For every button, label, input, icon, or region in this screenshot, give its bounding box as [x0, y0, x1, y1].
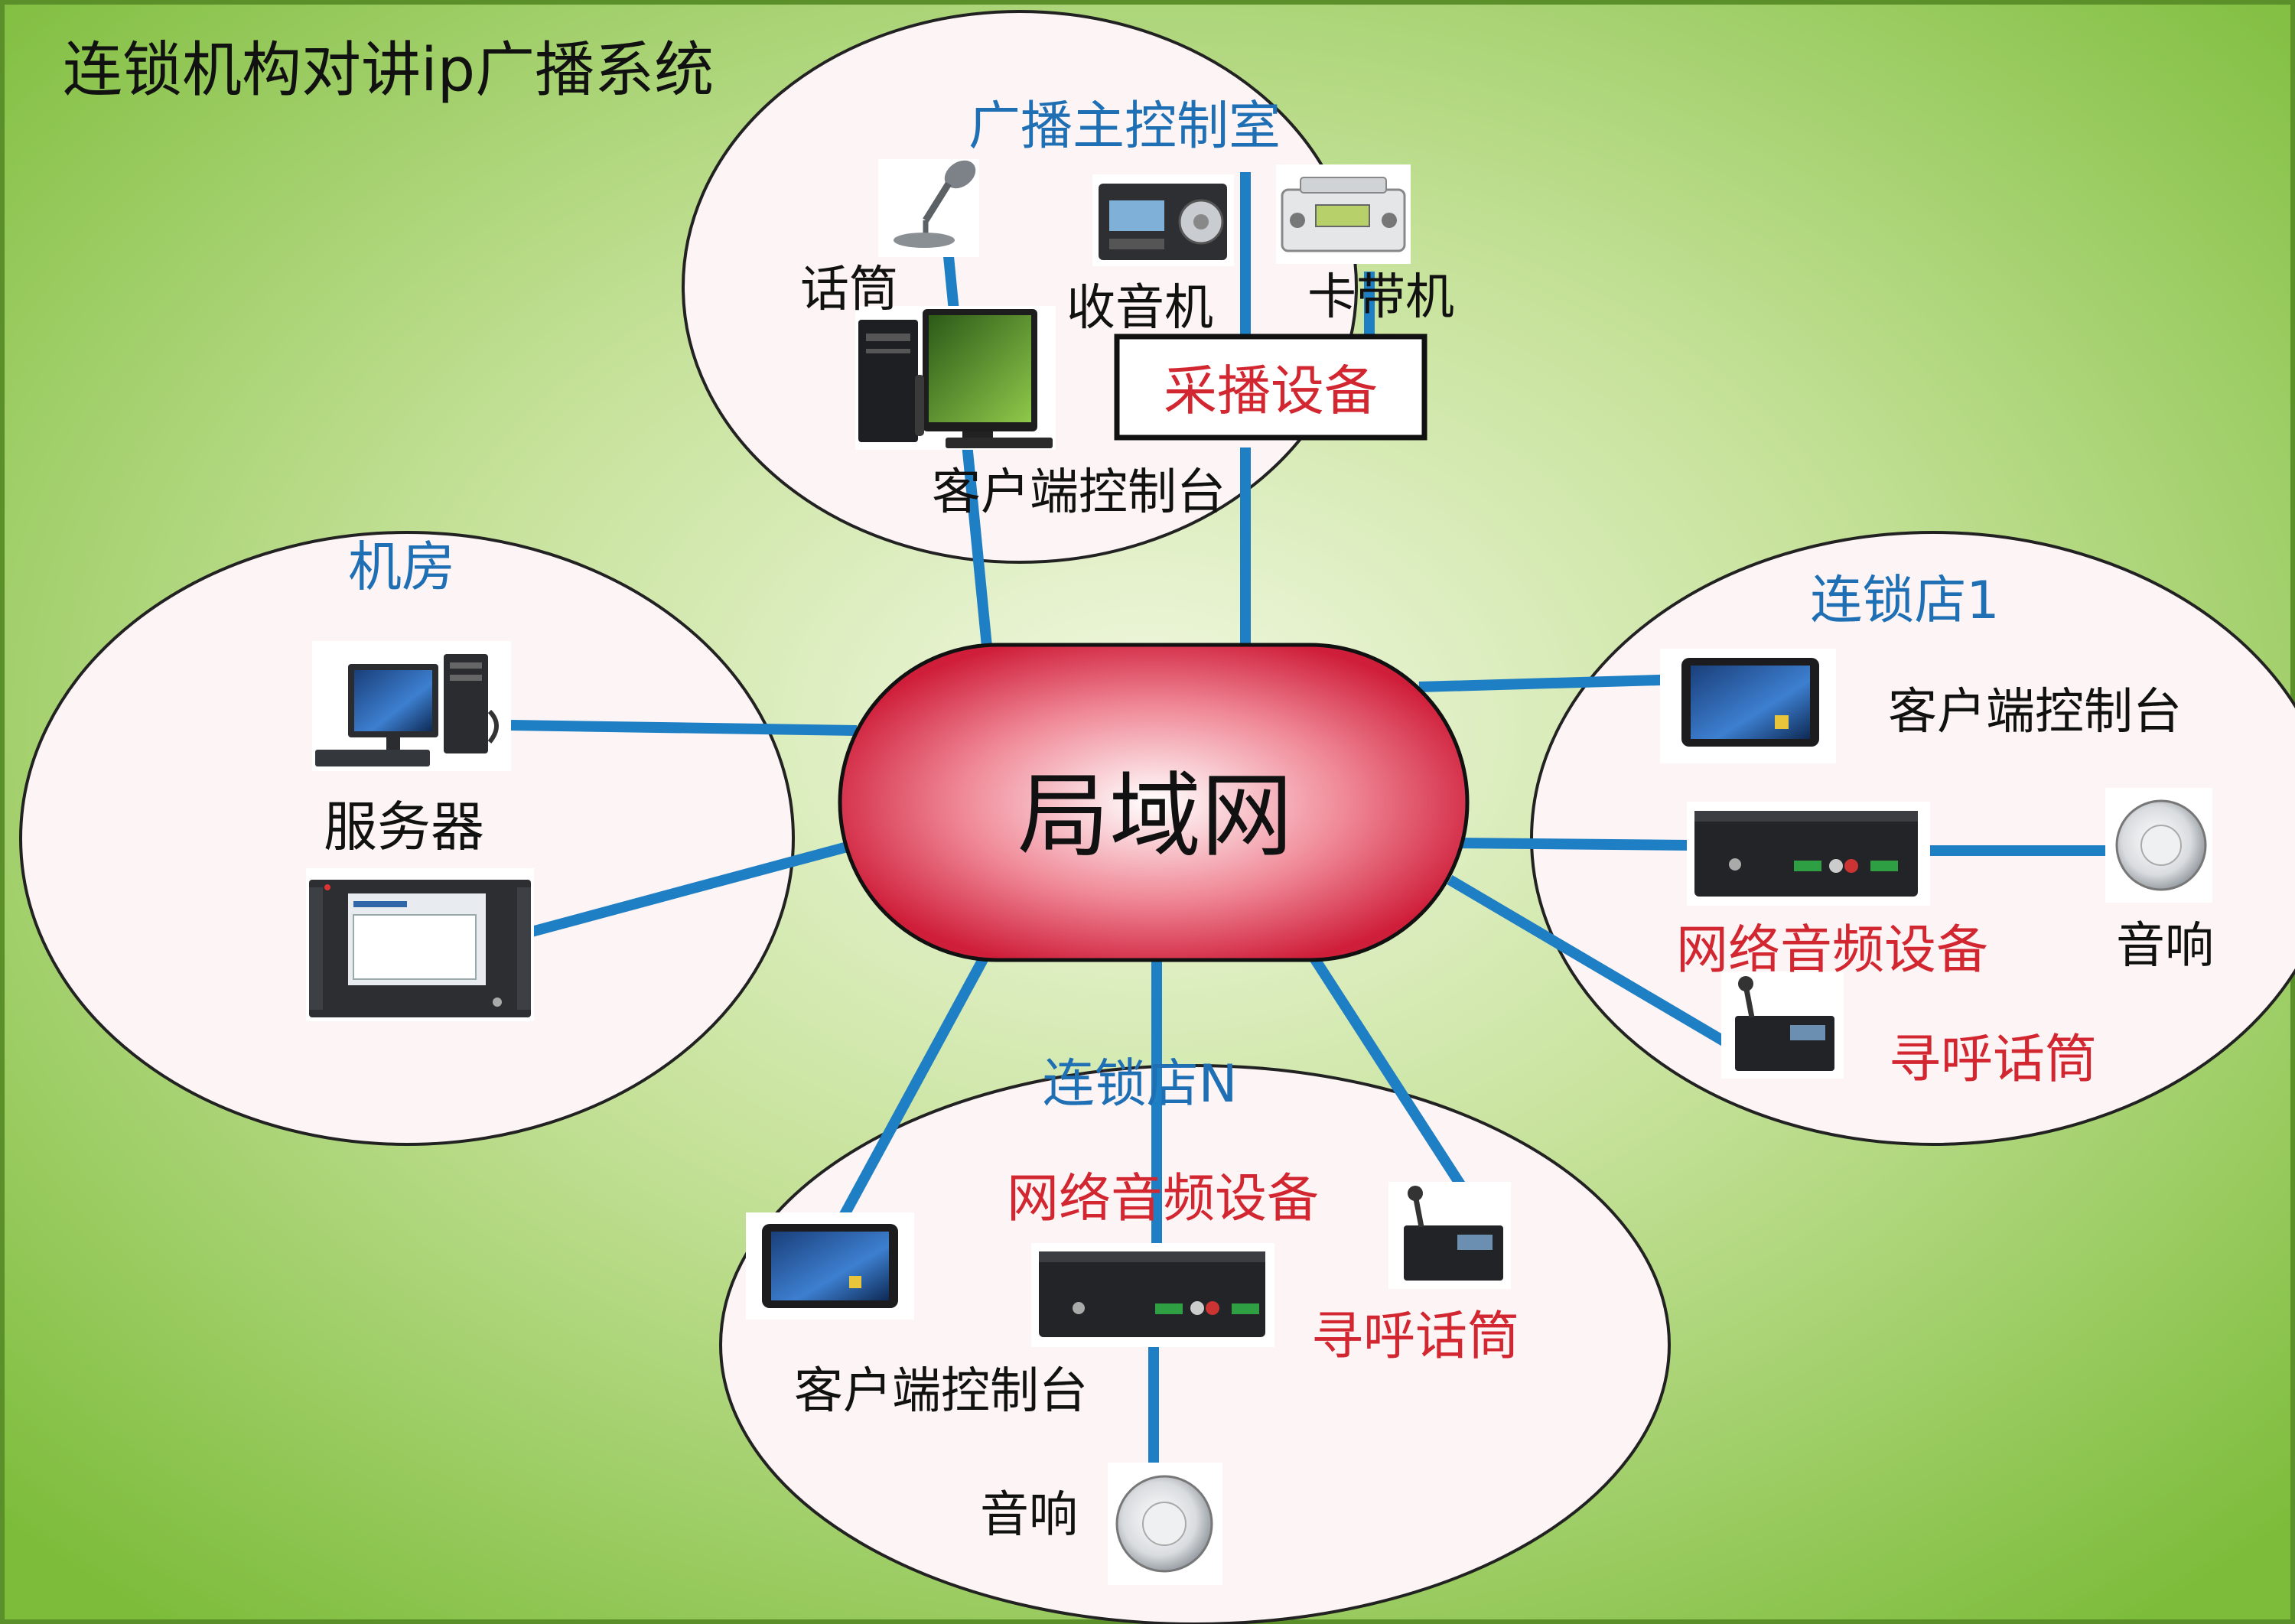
link-hub-store1-paging: [1447, 874, 1732, 1050]
diagram-title: 连锁机构对讲ip广播系统: [63, 36, 714, 105]
hub-label: 局域网: [1017, 763, 1293, 870]
link-hub-store1-audio: [1457, 838, 1693, 851]
link-rack-hub: [530, 840, 855, 937]
link-hub-storen-paging: [1307, 952, 1466, 1189]
mic-label: 话筒: [800, 262, 898, 318]
store1-speaker-label: 音响: [2116, 918, 2214, 975]
storen-audio-device-label: 网络音频设备: [1007, 1169, 1319, 1229]
tablet-console-icon-n: [746, 1212, 914, 1320]
link-hub-store1-console: [1418, 674, 1688, 692]
store1-audio-device-label: 网络音频设备: [1676, 920, 1988, 981]
control-room-console-label: 客户端控制台: [932, 464, 1226, 521]
paging-microphone-icon-n: [1388, 1182, 1511, 1289]
microphone-icon: [878, 159, 979, 257]
zone-server-room: [19, 531, 795, 1146]
capture-device-label: 采播设备: [1164, 360, 1378, 422]
network-audio-device-icon: [1687, 802, 1930, 906]
server-label: 服务器: [324, 796, 484, 858]
link-hub-storen-console: [836, 949, 992, 1223]
tablet-console-icon: [1660, 649, 1836, 763]
links: [510, 172, 2115, 1473]
lan-hub: [838, 643, 1470, 962]
zone-title-control-room: 广播主控制室: [968, 96, 1281, 157]
cassette-player-icon: [1276, 164, 1411, 264]
storen-console-label: 客户端控制台: [794, 1363, 1088, 1420]
paging-microphone-icon: [1721, 971, 1844, 1079]
network-audio-device-icon-n: [1031, 1243, 1274, 1347]
zone-title-store-1: 连锁店1: [1810, 571, 1999, 631]
storen-speaker-label: 音响: [980, 1487, 1078, 1544]
radio-icon: [1092, 174, 1234, 266]
desktop-computer-icon: [855, 306, 1056, 450]
store1-paging-mic-label: 寻呼话筒: [1889, 1030, 2097, 1090]
rack-server-icon: [306, 868, 534, 1021]
storen-paging-mic-label: 寻呼话筒: [1311, 1307, 1519, 1367]
link-server-hub: [510, 720, 858, 736]
zone-title-server-room: 机房: [348, 535, 455, 598]
server-workstation-icon: [312, 641, 511, 771]
ceiling-speaker-icon: [2105, 788, 2212, 903]
zone-title-store-n: 连锁店N: [1043, 1054, 1238, 1115]
cassette-label: 卡带机: [1307, 269, 1454, 326]
radio-label: 收音机: [1066, 280, 1213, 337]
capture-device-box: [1114, 334, 1427, 441]
store1-console-label: 客户端控制台: [1888, 684, 2182, 740]
ceiling-speaker-icon-n: [1108, 1463, 1222, 1585]
